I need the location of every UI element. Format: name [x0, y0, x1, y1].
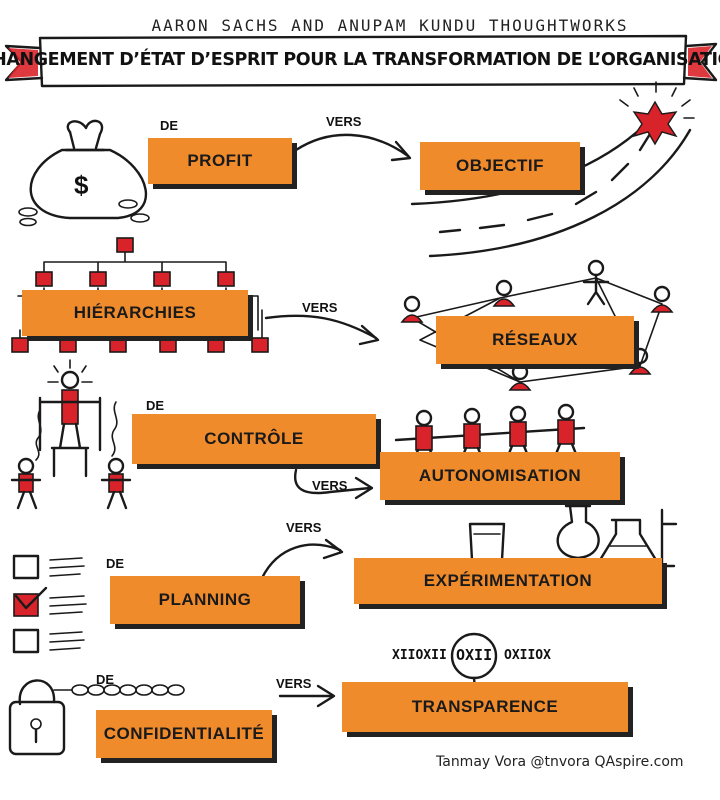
vers-arrows	[260, 133, 412, 708]
checklist-icon	[12, 554, 87, 654]
to-box-transparence: TRANSPARENCE	[342, 682, 628, 732]
vers-label: VERS	[302, 300, 338, 315]
cipher-left: XIIOXII	[392, 648, 447, 663]
puppet-control-icon	[10, 359, 132, 510]
to-box-autonomisation: AUTONOMISATION	[380, 452, 620, 500]
signature-line: Tanmay Vora @tnvora QAspire.com	[436, 754, 684, 770]
vers-label: VERS	[326, 114, 362, 129]
vers-label: VERS	[312, 478, 348, 493]
to-box-objectif: OBJECTIF	[420, 142, 580, 190]
vers-label: VERS	[286, 520, 322, 535]
to-box-experimentation: EXPÉRIMENTATION	[354, 558, 662, 604]
from-box-profit: PROFIT	[148, 138, 292, 184]
de-label: DE	[96, 672, 115, 687]
de-label: DE	[146, 398, 165, 413]
from-box-planning: PLANNING	[110, 576, 300, 624]
authors-line: AARON SACHS AND ANUPAM KUNDU THOUGHTWORK…	[151, 16, 629, 35]
from-box-confidentialite: CONFIDENTIALITÉ	[96, 710, 272, 758]
page-title: CHANGEMENT D’ÉTAT D’ESPRIT POUR LA TRANS…	[0, 50, 720, 70]
cipher-center: OXII	[456, 646, 493, 664]
money-bag-icon	[18, 119, 150, 227]
cipher-right: OXIIOX	[504, 648, 551, 663]
padlock-chain-icon	[8, 679, 185, 756]
from-box-controle: CONTRÔLE	[132, 414, 376, 464]
vers-label: VERS	[276, 676, 312, 691]
to-box-reseaux: RÉSEAUX	[436, 316, 634, 364]
title-banner	[4, 34, 718, 88]
de-label: DE	[106, 556, 125, 571]
from-box-hierarchies: HIÉRARCHIES	[22, 290, 248, 336]
de-label: DE	[160, 118, 179, 133]
dollar-sign: $	[74, 170, 89, 200]
